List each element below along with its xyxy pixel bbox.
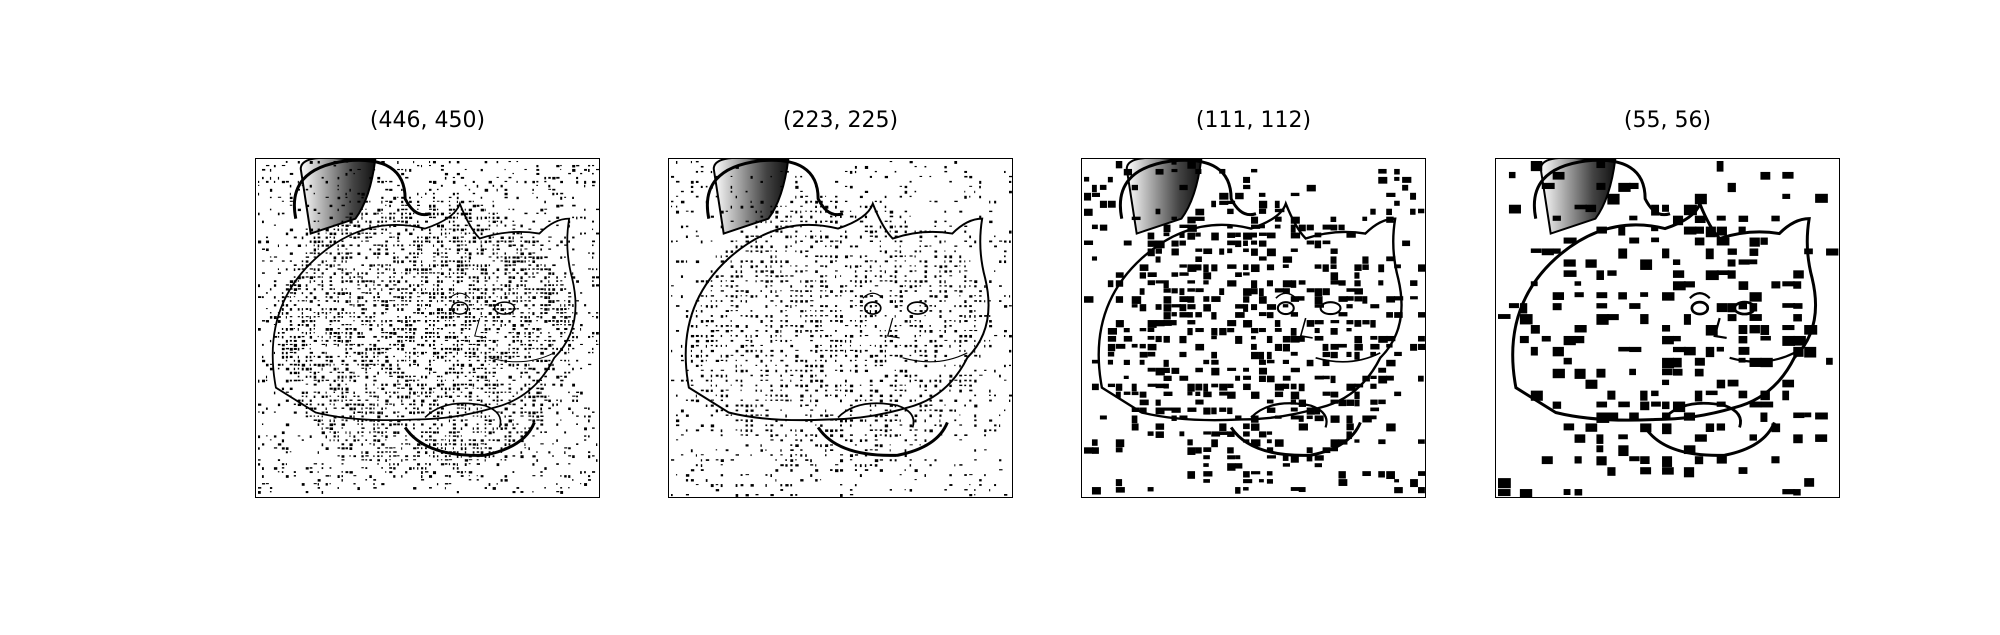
cat-edge-drawing (671, 159, 1012, 497)
cat-edge-image (255, 158, 600, 498)
panel-title: (223, 225) (782, 108, 899, 133)
panel-title: (446, 450) (369, 108, 486, 133)
cat-edge-image (668, 158, 1013, 498)
panel-title: (55, 56) (1623, 108, 1712, 133)
panel-3: (111, 112) (1081, 108, 1426, 503)
cat-edge-drawing (258, 159, 599, 494)
panel-4: (55, 56) (1495, 108, 1840, 503)
panel-title: (111, 112) (1195, 108, 1312, 133)
panel-2: (223, 225) (668, 108, 1013, 503)
panel-1: (446, 450) (255, 108, 600, 503)
cat-edge-image (1081, 158, 1426, 498)
cat-edge-drawing (1498, 159, 1839, 497)
cat-edge-drawing (1084, 159, 1425, 495)
cat-edge-image (1495, 158, 1840, 498)
